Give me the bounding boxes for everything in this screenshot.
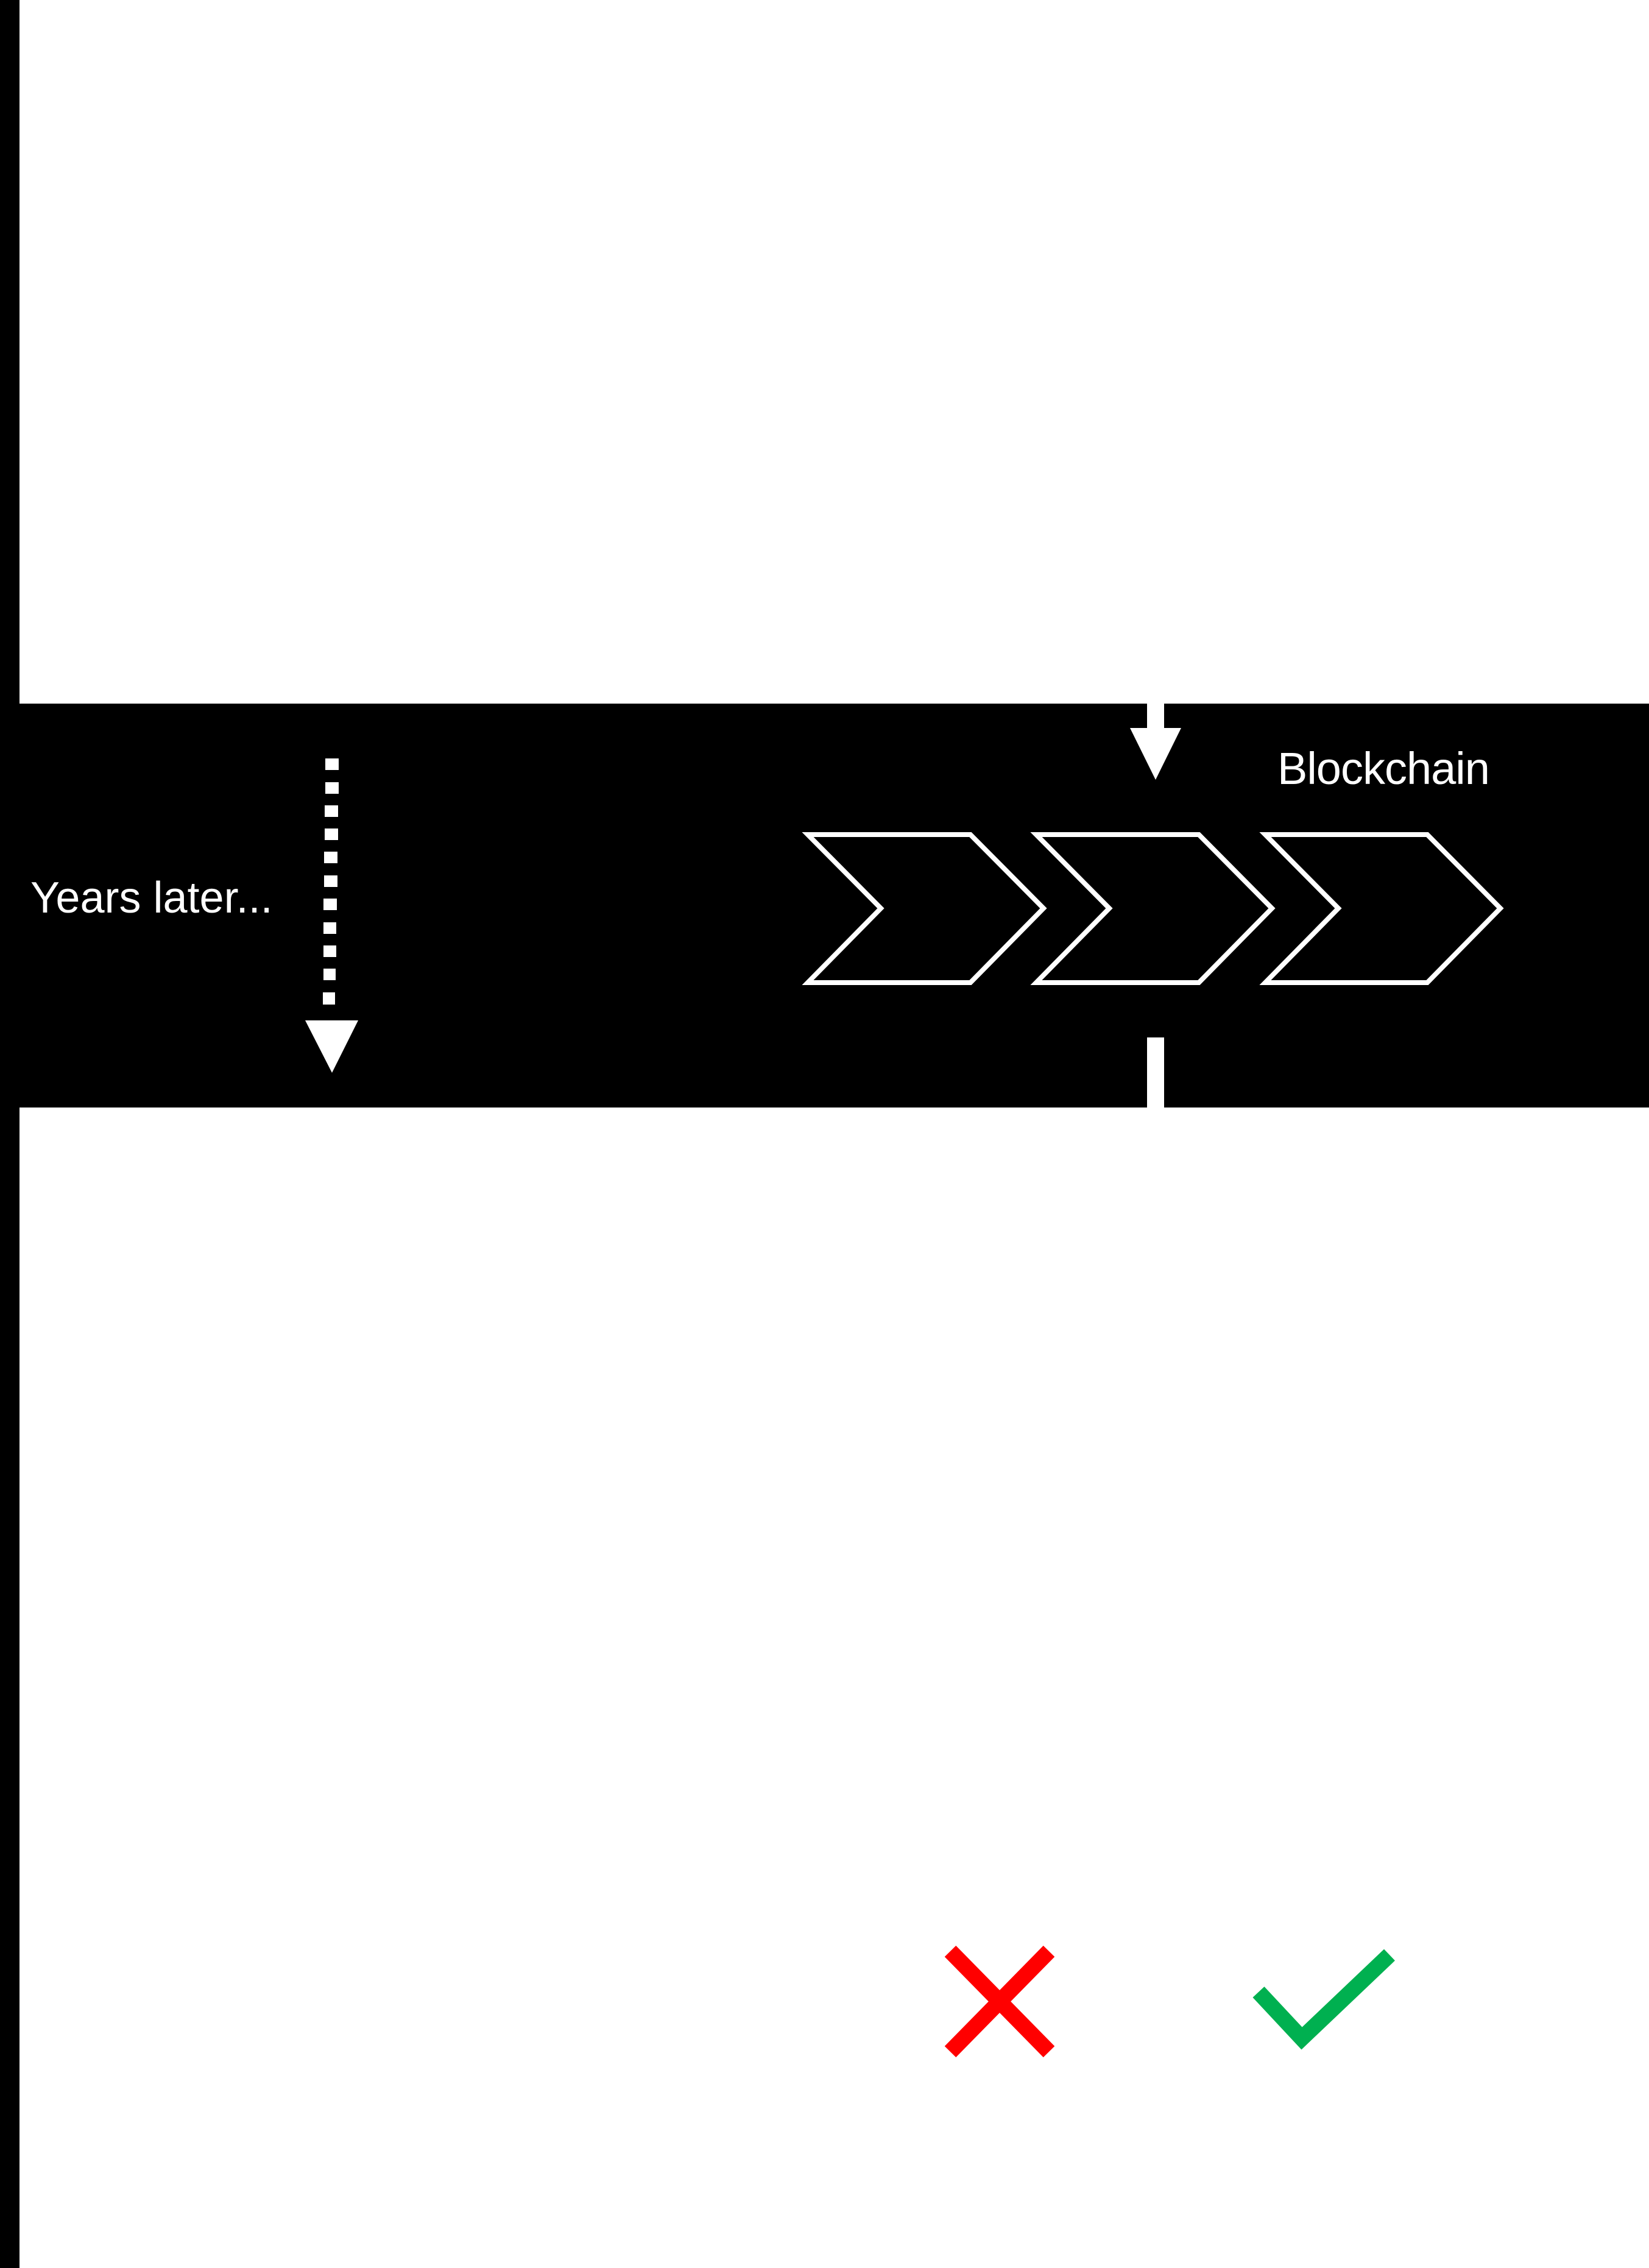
red-cross-icon (944, 1945, 1055, 2058)
green-check-icon (1252, 1949, 1395, 2050)
insert-down-arrow-icon (1130, 704, 1181, 780)
chain-block-3-icon (1259, 832, 1504, 985)
chain-block-1-icon (802, 832, 1047, 985)
outgoing-connector-line (1147, 1037, 1164, 1108)
blockchain-label: Blockchain (1277, 743, 1490, 794)
blockchain-blocks (802, 832, 1504, 985)
chain-block-2-icon (1030, 832, 1276, 985)
dotted-down-arrow-icon (305, 758, 358, 1073)
years-later-label: Years later... (30, 874, 273, 922)
left-border-rail (0, 0, 19, 2268)
